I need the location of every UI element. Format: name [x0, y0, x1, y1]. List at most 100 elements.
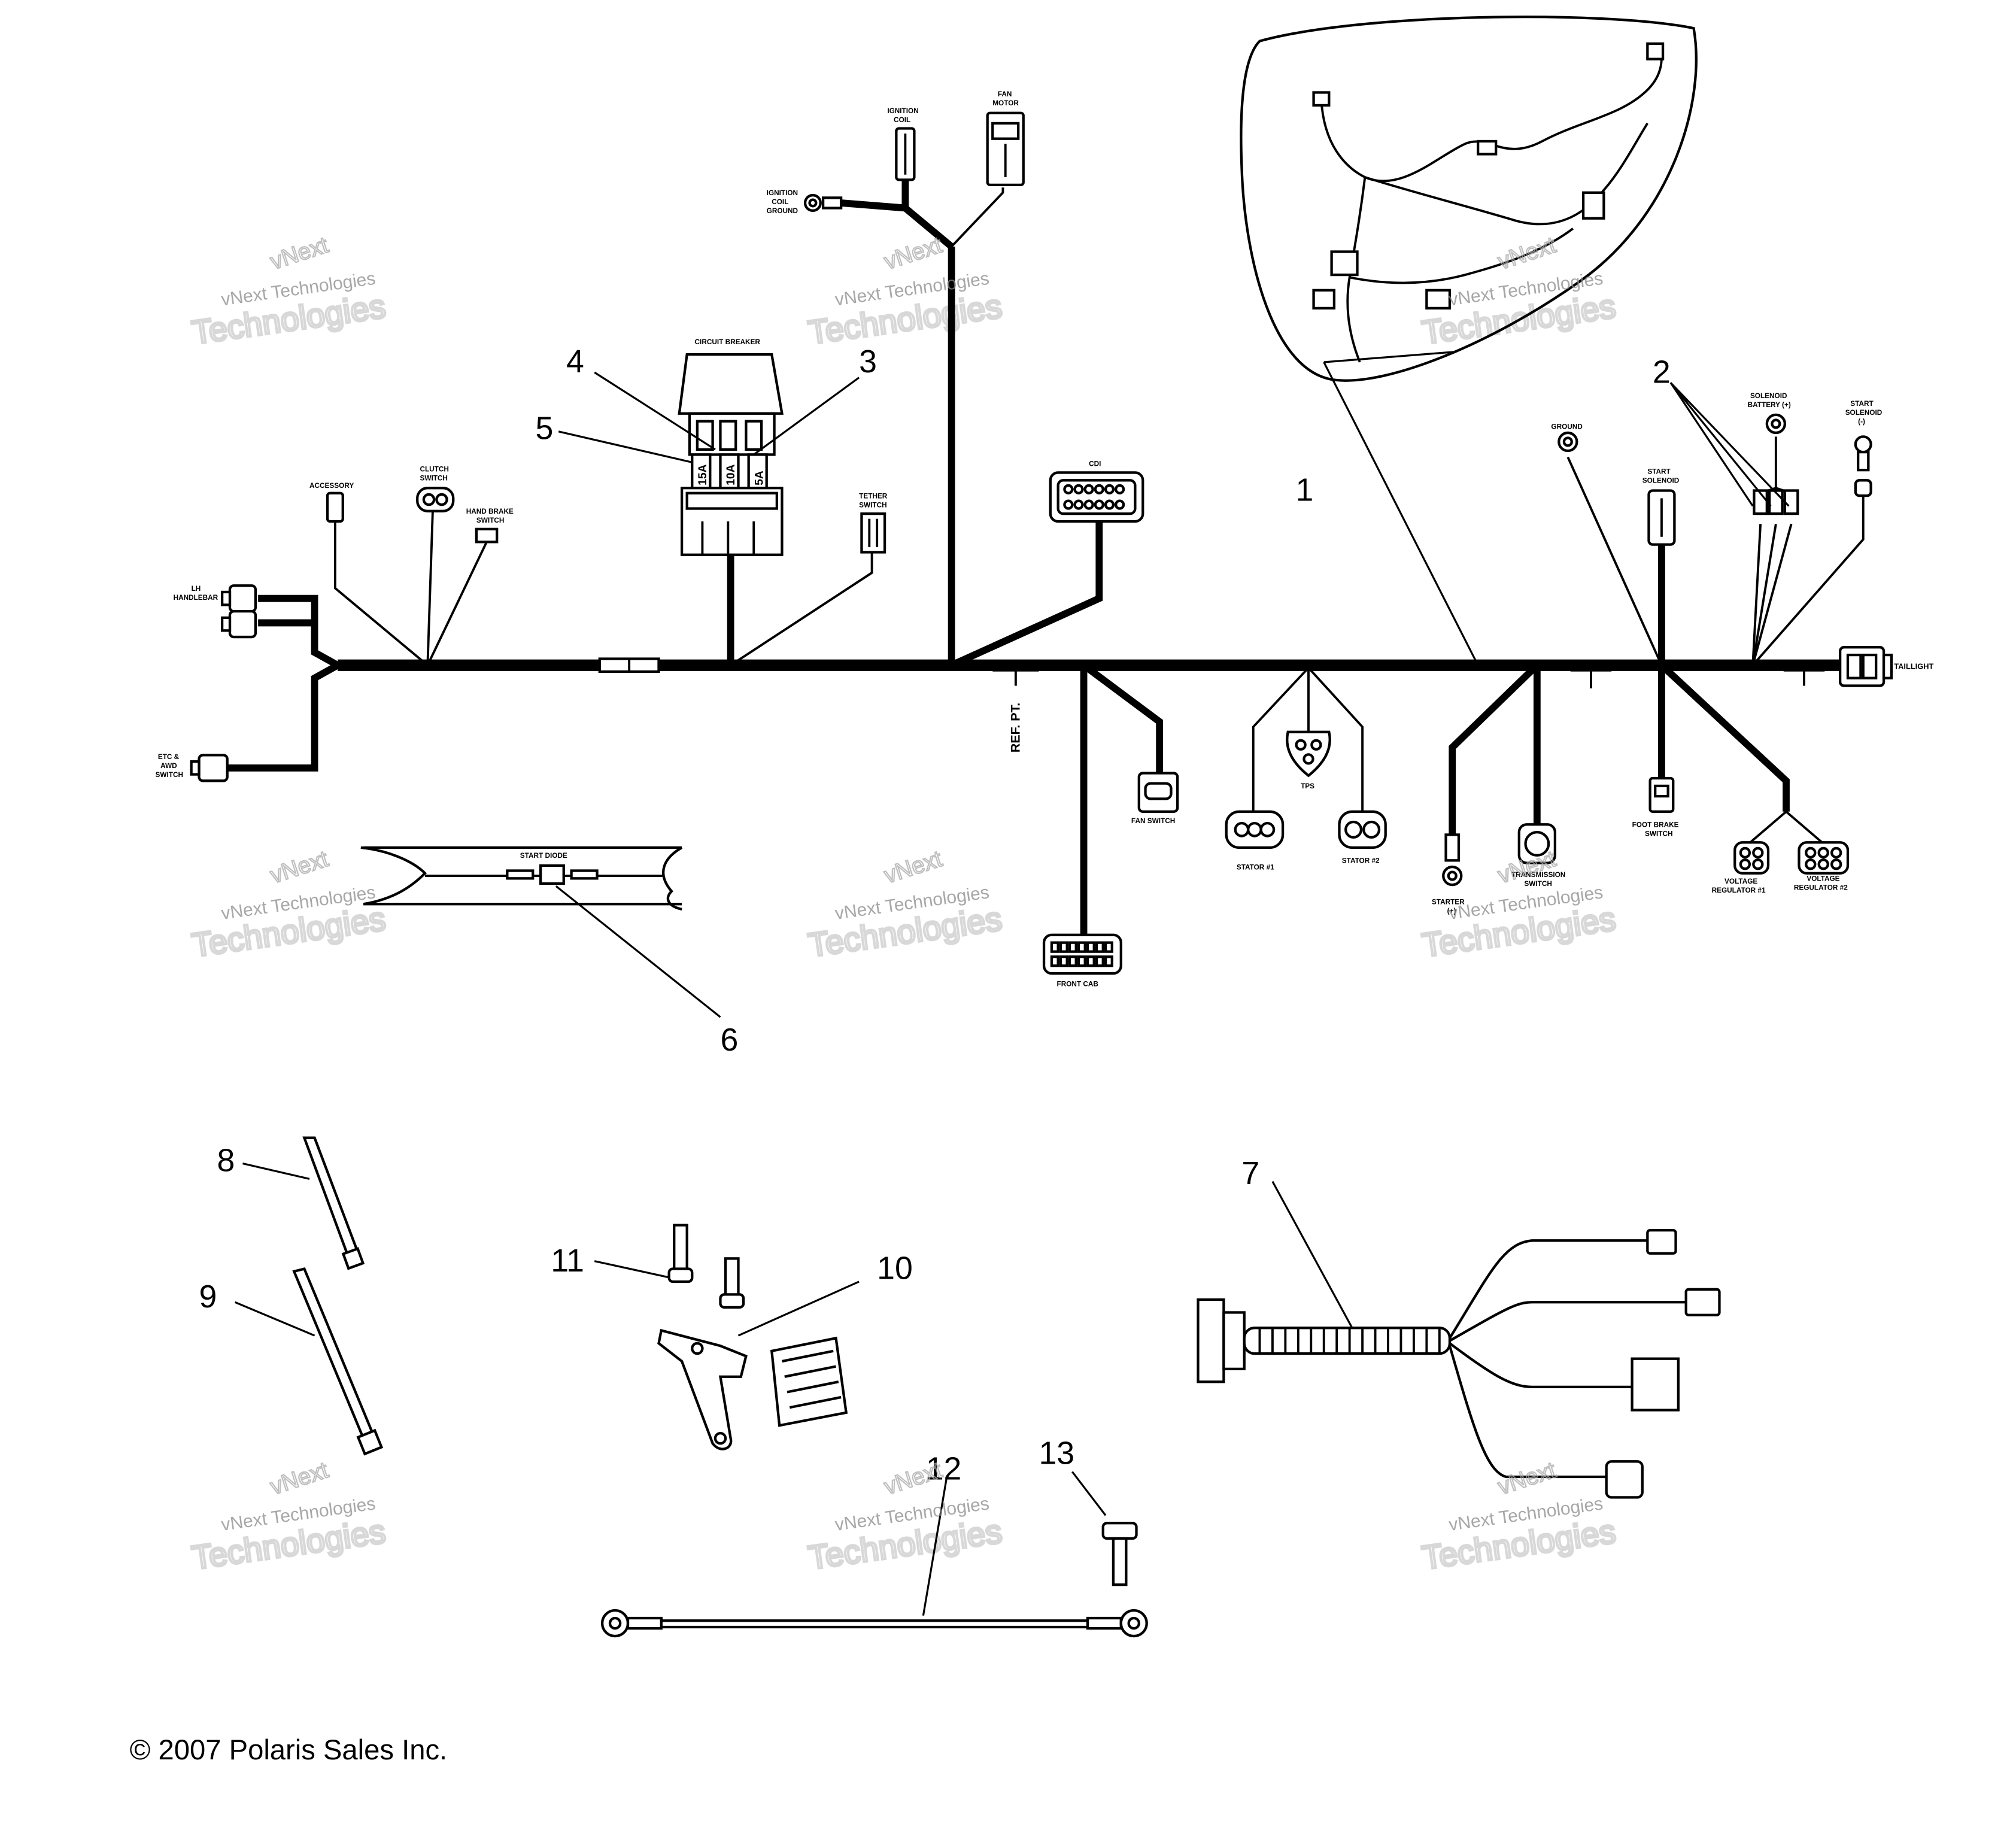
ignition-ground-crimp [821, 196, 843, 210]
foot-brake-label-1: FOOT BRAKE [1632, 821, 1679, 829]
tps-pin-1 [1295, 739, 1307, 751]
leader-7 [1271, 1181, 1353, 1328]
solenoid-battery-label-1: SOLENOID [1750, 392, 1787, 400]
sub-harness-main-connector [1197, 1298, 1225, 1383]
voltage-reg1-pin-1 [1739, 846, 1751, 859]
inset-harness-2 [1346, 177, 1367, 363]
convoluted-loom [1243, 1327, 1452, 1355]
voltage-reg1-pin-4 [1752, 858, 1764, 870]
ignition-ground-label-2: COIL [772, 198, 788, 206]
callout-8: 8 [217, 1142, 235, 1178]
callout-6: 6 [720, 1022, 738, 1058]
transmission-switch-face [1524, 830, 1550, 857]
screw-13 [1101, 1522, 1138, 1586]
callout-9: 9 [199, 1279, 217, 1315]
start-solenoid-neg-label-3: (-) [1858, 418, 1865, 426]
inset-harness-4 [1349, 227, 1574, 284]
tps-label: TPS [1301, 782, 1314, 790]
leader-13 [1071, 1471, 1107, 1516]
lh-handlebar-label-2: HANDLEBAR [174, 594, 218, 602]
etc-awd-label-1: ETC & [158, 753, 180, 761]
callout-5: 5 [536, 411, 554, 447]
accessory-connector [326, 491, 344, 523]
ground-wire [1566, 456, 1663, 666]
fan-motor-label-2: MOTOR [992, 99, 1019, 107]
etc-awd-label-2: AWD [160, 762, 177, 770]
start-solenoid-neg-label-1: START [1850, 400, 1874, 408]
ignition-ground-wire [840, 199, 906, 212]
start-solenoid-neg-ring [1854, 435, 1872, 454]
hand-brake-wire [426, 541, 488, 666]
solenoid-wire-b [1751, 523, 1777, 666]
cdi-label: CDI [1089, 460, 1101, 468]
sub-harness-connector-1 [1646, 1229, 1677, 1255]
ground-ring-hole [1562, 436, 1573, 447]
starter-label-1: STARTER [1432, 898, 1465, 906]
voltage-reg2-pin-6 [1830, 858, 1842, 870]
voltage-reg2-pin-5 [1817, 858, 1829, 870]
clutch-switch-label-2: SWITCH [420, 474, 447, 482]
voltage-reg1-label-2: REGULATOR #1 [1712, 887, 1766, 894]
callout-10: 10 [877, 1251, 913, 1286]
solenoid-battery-label-2: BATTERY (+) [1748, 401, 1791, 409]
clutch-switch-label-1: CLUTCH [420, 465, 448, 473]
leader-3 [753, 377, 860, 456]
fan-switch-label: FAN SWITCH [1131, 817, 1175, 825]
stator2-pin-2 [1362, 820, 1381, 839]
hand-brake-label-1: HAND BRAKE [466, 508, 514, 515]
hand-brake-connector [475, 527, 499, 544]
inset-component-2 [1312, 289, 1336, 310]
taillight-latch [1882, 653, 1893, 679]
tether-switch-label-1: TETHER [859, 492, 888, 500]
diode-crimp-right [570, 869, 599, 880]
start-solenoid-neg-wire [1751, 496, 1865, 666]
hand-brake-label-2: SWITCH [476, 517, 504, 524]
callout-11: 11 [551, 1243, 584, 1279]
solenoid-sleeve-2 [1768, 489, 1784, 515]
sub-harness-branch-4 [1448, 1345, 1607, 1479]
etc-awd-latch [190, 760, 201, 776]
cable-tie-9 [292, 1267, 376, 1440]
leader-1b [1323, 351, 1455, 363]
cable-tie-8 [302, 1136, 360, 1258]
ignition-ground-label-1: IGNITION [767, 189, 798, 197]
taillight-pin-2 [1862, 653, 1878, 679]
foot-brake-label-2: SWITCH [1645, 830, 1672, 838]
ground-strap-assembly [600, 1609, 1148, 1638]
clutch-pin-2 [435, 493, 448, 506]
solenoid-battery-ring-hole [1771, 418, 1781, 429]
starter-crimp [1444, 833, 1461, 862]
accessory-label: ACCESSORY [309, 482, 354, 490]
voltage-reg1-connector [1733, 841, 1770, 875]
inset-harness-3 [1364, 122, 1648, 226]
starter-label-2: (+) [1447, 907, 1456, 915]
lh-handlebar-latch-2 [220, 616, 232, 632]
watermark-line: vNext [1495, 232, 1559, 275]
voltage-reg1-pin-3 [1739, 858, 1751, 870]
connectors: 15A 10A 5A [190, 111, 1893, 975]
rivet-11-head [667, 1267, 694, 1283]
stator1-label: STATOR #1 [1237, 863, 1274, 871]
inset-component-7 [1312, 91, 1331, 107]
watermark-line: vNext [267, 232, 331, 275]
taillight-label: TAILLIGHT [1894, 662, 1933, 671]
voltage-reg2-pin-1 [1805, 846, 1817, 859]
fan-motor-latch [991, 122, 1020, 140]
callout-2: 2 [1653, 354, 1671, 390]
front-cab-pins [1050, 941, 1113, 967]
solenoid-wire-c [1751, 523, 1793, 666]
callout-13: 13 [1039, 1436, 1074, 1471]
ground-strap-crimp-left [626, 1616, 663, 1630]
voltage-reg1-wire [1749, 811, 1787, 843]
leader-10 [737, 1280, 860, 1337]
etc-awd-wire [227, 662, 340, 772]
stator2-pin-1 [1344, 820, 1363, 839]
front-cab-label: FRONT CAB [1057, 981, 1098, 988]
lh-handlebar-latch-1 [220, 590, 232, 606]
voltage-reg2-label-2: REGULATOR #2 [1794, 884, 1848, 892]
ignition-coil-label-1: IGNITION [887, 107, 918, 115]
watermark-line: vNext [881, 232, 945, 275]
leader-11 [594, 1260, 677, 1280]
etc-awd-connector [198, 754, 229, 782]
